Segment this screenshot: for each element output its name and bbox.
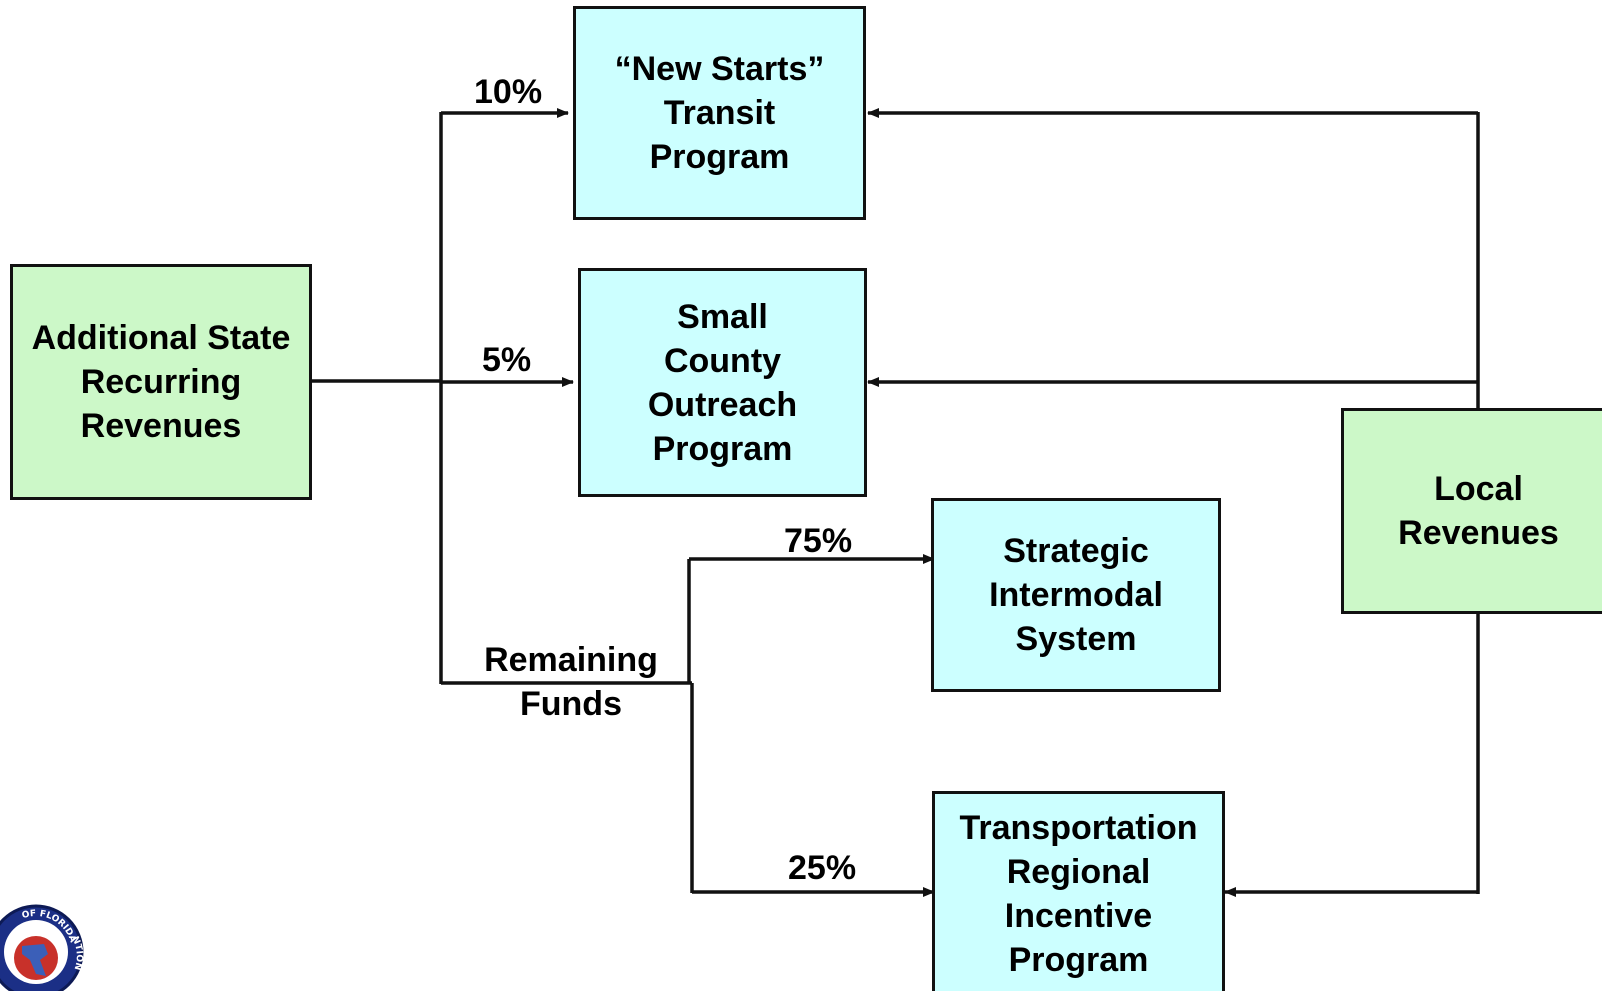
twenty-five-percent-label: 25% bbox=[788, 849, 857, 887]
strategic-intermodal-box: Strategic Intermodal System bbox=[931, 498, 1221, 692]
seventy-five-percent-label: 75% bbox=[784, 522, 853, 560]
new-starts-line-1: “New Starts” bbox=[614, 50, 825, 88]
trip-line-3: Incentive bbox=[1004, 897, 1153, 935]
small-county-line-3: Outreach bbox=[647, 385, 798, 424]
local-line-1: Local bbox=[1434, 470, 1523, 508]
source-box-line-1: Additional State bbox=[31, 319, 291, 357]
local-revenues-box: Local Revenues bbox=[1341, 408, 1602, 614]
trip-line-2: Regional bbox=[1006, 853, 1151, 891]
remaining-label-line-1: Remaining bbox=[484, 641, 658, 679]
remaining-funds-label: Remaining Funds bbox=[474, 638, 668, 726]
trip-line-4: Program bbox=[1008, 941, 1149, 979]
new-starts-line-3: Program bbox=[649, 138, 790, 176]
source-box-line-2: Recurring bbox=[80, 363, 242, 401]
local-line-2: Revenues bbox=[1398, 514, 1559, 552]
small-county-line-2: County bbox=[663, 341, 782, 380]
small-county-line-1: Small bbox=[677, 297, 768, 336]
department-seal-logo: OF FLORIDA NTION bbox=[0, 904, 84, 991]
new-starts-line-2: Transit bbox=[663, 94, 776, 132]
trip-box: Transportation Regional Incentive Progra… bbox=[932, 791, 1225, 991]
trip-line-1: Transportation bbox=[959, 809, 1198, 847]
strategic-line-3: System bbox=[1015, 620, 1137, 658]
strategic-line-2: Intermodal bbox=[989, 576, 1163, 614]
small-county-box: Small County Outreach Program bbox=[578, 268, 867, 497]
source-box-line-3: Revenues bbox=[80, 407, 242, 445]
five-percent-label: 5% bbox=[482, 341, 532, 379]
small-county-line-4: Program bbox=[652, 429, 793, 468]
source-box: Additional State Recurring Revenues bbox=[10, 264, 312, 500]
strategic-line-1: Strategic bbox=[1003, 532, 1149, 570]
remaining-label-line-2: Funds bbox=[520, 685, 622, 723]
ten-percent-label: 10% bbox=[474, 73, 543, 111]
new-starts-box: “New Starts” Transit Program bbox=[573, 6, 866, 220]
